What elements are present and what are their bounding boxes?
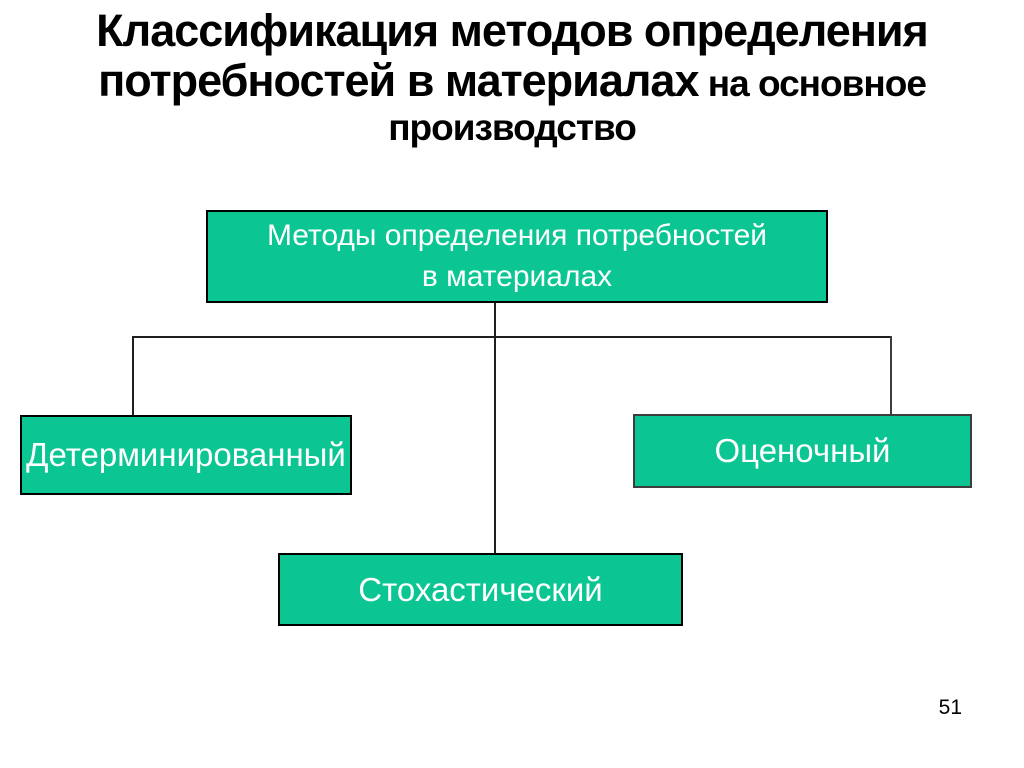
title-line-2: потребностей в материалах на основное (98, 55, 927, 107)
title-line-3: производство (388, 106, 637, 148)
title-line-1: Классификация методов определения (96, 5, 929, 56)
connector-drop-right (890, 336, 892, 414)
slide-title: Классификация методов определения потреб… (0, 5, 1024, 148)
page-number: 51 (938, 696, 962, 719)
connector-drop-left (132, 336, 134, 415)
root-node-box: Методы определения потребностей в матери… (206, 210, 828, 303)
connector-root-stem (494, 303, 496, 553)
child-node-box-evaluative: Оценочный (633, 414, 972, 488)
connector-horizontal-rail (132, 336, 892, 338)
child-node-box-stochastic: Стохастический (278, 553, 683, 626)
child-node-box-deterministic: Детерминированный (20, 415, 352, 495)
